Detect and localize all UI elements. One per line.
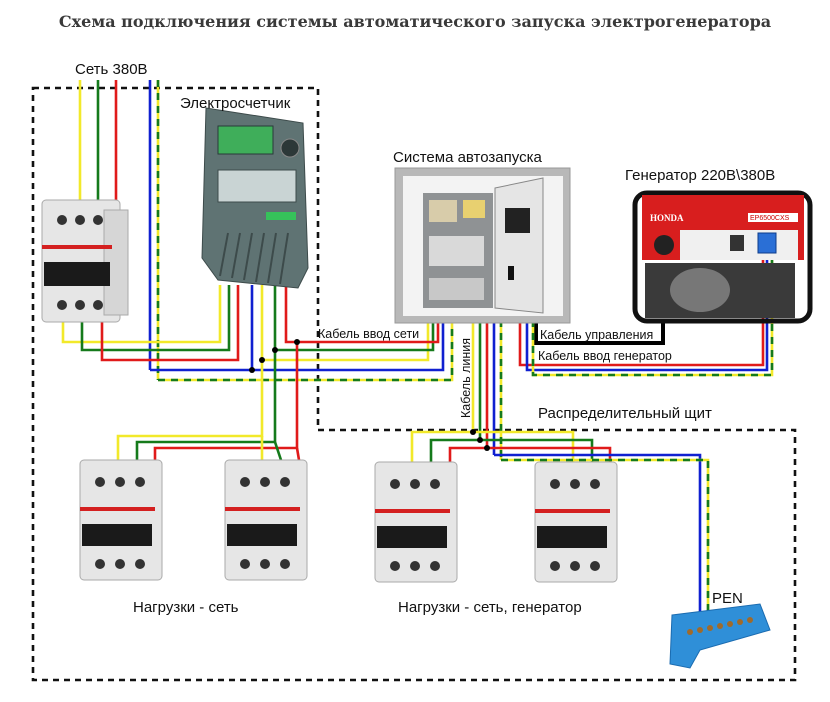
label-loads-grid: Нагрузки - сеть bbox=[133, 599, 239, 616]
label-meter: Электросчетчик bbox=[180, 95, 291, 112]
label-distribution-board: Распределительный щит bbox=[538, 405, 712, 422]
cable-grid-input bbox=[116, 285, 454, 461]
generator-model: EP6500CXS bbox=[750, 215, 790, 222]
label-cable-generator-input: Кабель ввод генератор bbox=[538, 349, 672, 363]
ats-cabinet bbox=[394, 167, 571, 324]
label-pen: PEN bbox=[712, 590, 743, 607]
generator-brand: HONDA bbox=[650, 213, 684, 223]
load-breaker-gen-2 bbox=[534, 461, 618, 583]
load-breaker-grid-2 bbox=[224, 459, 308, 581]
label-cable-control: Кабель управления bbox=[540, 328, 653, 342]
label-cable-grid-input: Кабель ввод сети bbox=[318, 327, 419, 341]
breaker-to-meter-wires bbox=[61, 285, 240, 362]
load-breaker-grid-1 bbox=[79, 459, 163, 581]
load-breaker-gen-1 bbox=[374, 461, 458, 583]
cable-line bbox=[410, 320, 710, 625]
label-ats: Система автозапуска bbox=[393, 149, 543, 166]
label-cable-line: Кабель линия bbox=[459, 338, 473, 418]
diagram-title: Схема подключения системы автоматическог… bbox=[59, 12, 771, 31]
grid-input-wires bbox=[78, 80, 160, 380]
label-grid-380v: Сеть 380В bbox=[75, 61, 148, 78]
electricity-meter bbox=[201, 107, 309, 289]
label-generator: Генератор 220В\380В bbox=[625, 167, 775, 184]
generator: HONDA EP6500CXS bbox=[632, 190, 813, 324]
enclosure-border bbox=[31, 86, 797, 682]
label-loads-grid-generator: Нагрузки - сеть, генератор bbox=[398, 599, 582, 616]
pen-busbar bbox=[669, 603, 771, 669]
input-circuit-breaker bbox=[41, 199, 129, 323]
